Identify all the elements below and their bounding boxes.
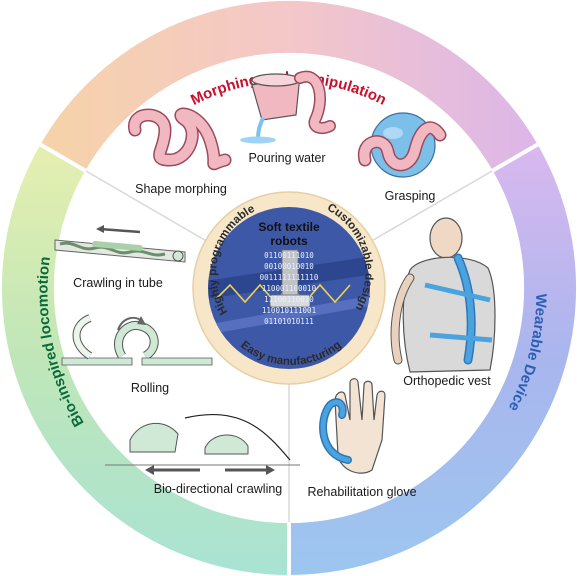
binary-line: 11100110010 xyxy=(264,295,314,304)
label-rolling: Rolling xyxy=(131,381,169,395)
sector-dividers xyxy=(85,170,493,522)
label-pouring-water: Pouring water xyxy=(248,151,325,165)
label-shape-morphing: Shape morphing xyxy=(135,182,227,196)
ring-segment-top xyxy=(40,0,538,171)
core-emblem: 01100111010 00100010010 0011111111110 11000… xyxy=(192,191,386,385)
label-orthopedic-vest: Orthopedic vest xyxy=(403,374,491,388)
binary-line: 01101010111 xyxy=(264,317,314,326)
binary-line: 0011111111110 xyxy=(260,273,319,282)
core-title-line1: Soft textile xyxy=(258,220,320,234)
rolling-illustration xyxy=(61,314,213,366)
shape-morphing-illustration xyxy=(128,107,232,171)
crawling-tube-illustration xyxy=(54,225,186,263)
pouring-water-illustration xyxy=(240,70,336,144)
label-grasping: Grasping xyxy=(385,189,436,203)
grasping-illustration xyxy=(357,112,447,178)
rehabilitation-glove-illustration xyxy=(319,378,386,474)
binary-lines: 01100111010 00100010010 0011111111110 11000… xyxy=(260,251,319,326)
core-title-line2: robots xyxy=(270,234,308,248)
binary-line: 01100111010 xyxy=(264,251,314,260)
orthopedic-vest-illustration xyxy=(390,217,496,373)
binary-line: 110001100010 xyxy=(262,284,317,293)
bidirectional-crawling-illustration xyxy=(105,413,300,475)
ring-segment-left xyxy=(1,144,289,575)
ring-segment-right xyxy=(289,144,577,575)
label-rehabilitation-glove: Rehabilitation glove xyxy=(307,485,416,499)
binary-line: 110010111001 xyxy=(262,306,316,315)
label-crawling-in-tube: Crawling in tube xyxy=(73,276,163,290)
label-bidirectional-crawling: Bio-directional crawling xyxy=(154,482,283,496)
binary-line: 00100010010 xyxy=(264,262,314,271)
